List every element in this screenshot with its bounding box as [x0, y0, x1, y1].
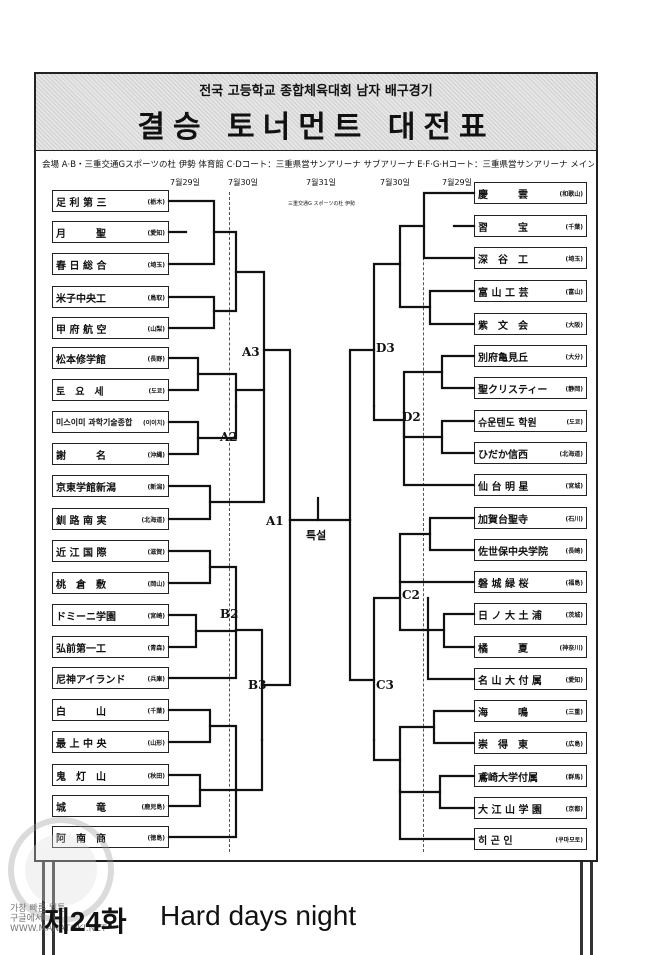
venue-info: 会場 A·B・三重交通Gスポーツの杜 伊勢 体育館 C·Dコート：三重県営サンア… [42, 160, 594, 170]
team-entry: 阿 南 商(徳島) [52, 826, 169, 848]
divider-line [423, 192, 424, 852]
team-entry: 富 山 工 芸(富山) [474, 280, 587, 302]
board-post [590, 862, 593, 955]
team-entry: 鳶崎大学付属(群馬) [474, 765, 587, 787]
team-entry: 名 山 大 付 属(愛知) [474, 668, 587, 690]
team-entry: 海 鳴(三重) [474, 700, 587, 722]
team-entry: 最 上 中 央(山形) [52, 731, 169, 753]
team-entry: 城 竜(鹿児島) [52, 795, 169, 817]
team-entry: 加賀台聖寺(石川) [474, 507, 587, 529]
match-label: A2 [220, 430, 238, 444]
board-title: 결승 토너먼트 대전표 [137, 110, 495, 145]
special-court-label: 특설 [306, 529, 327, 542]
team-entry: 米子中央工(鳥取) [52, 286, 169, 308]
match-label: A3 [242, 345, 260, 359]
team-entry: 白 山(千葉) [52, 699, 169, 721]
match-label: D3 [376, 341, 395, 355]
team-entry: 仙 台 明 星(宮城) [474, 474, 587, 496]
board-header: 전국 고등학교 종합체육대회 남자 배구경기 결승 토너먼트 대전표 [36, 74, 596, 151]
team-entry: 슈운텐도 학원(도쿄) [474, 410, 587, 432]
team-entry: 磐 城 緑 桜(福島) [474, 571, 587, 593]
team-entry: 松本修学館(長野) [52, 347, 169, 369]
team-entry: 深 谷 工(埼玉) [474, 247, 587, 269]
team-entry: 紫 文 会(大阪) [474, 313, 587, 335]
chapter-title: Hard days night [160, 900, 357, 931]
divider-line [229, 192, 230, 852]
match-label: B2 [220, 607, 239, 621]
match-label: C2 [402, 588, 420, 602]
team-entry: ひだか信西(北海道) [474, 442, 587, 464]
match-label: A1 [266, 514, 284, 528]
match-label: B3 [248, 678, 267, 692]
chapter-number: 제24화 [44, 906, 127, 937]
team-entry: 弘前第一工(青森) [52, 636, 169, 658]
date-label: 7월30일 [228, 178, 258, 187]
match-label: D2 [402, 410, 421, 424]
match-label: C3 [376, 678, 394, 692]
team-entry: ドミーニ学園(宮崎) [52, 604, 169, 626]
date-label: 7월31일 [306, 178, 336, 187]
team-entry: 大 江 山 学 園(京都) [474, 797, 587, 819]
team-entry: 佐世保中央学院(長崎) [474, 539, 587, 561]
date-label: 7월30일 [380, 178, 410, 187]
team-entry: 月 聖(愛知) [52, 221, 169, 243]
venue-note: 三重交通G スポーツの杜 伊勢 [288, 201, 355, 207]
team-entry: 釧 路 南 実(北海道) [52, 508, 169, 530]
team-entry: 橘 夏(神奈川) [474, 636, 587, 658]
date-label: 7월29일 [170, 178, 200, 187]
team-entry: 春 日 総 合(埼玉) [52, 253, 169, 275]
watermark-text: 가장 빠른 웹툰 구글에서 WWW.MANATOKI.NET [10, 904, 107, 934]
team-entry: 미스이미 과학기술종합(이이치) [52, 411, 169, 433]
watermark-logo-icon [8, 817, 114, 923]
team-entry: 慶 雲(和歌山) [474, 182, 587, 204]
board-post [580, 862, 583, 955]
team-entry: 日 ノ 大 土 浦(茨城) [474, 603, 587, 625]
team-entry: 別府亀見丘(大分) [474, 345, 587, 367]
board-post [52, 862, 55, 955]
team-entry: 習 宝(千葉) [474, 215, 587, 237]
team-entry: 桃 倉 敷(岡山) [52, 572, 169, 594]
board-post [42, 862, 45, 955]
team-entry: 토 요 세(도쿄) [52, 379, 169, 401]
date-label: 7월29일 [442, 178, 472, 187]
team-entry: 近 江 国 際(滋賀) [52, 540, 169, 562]
board-subtitle: 전국 고등학교 종합체육대회 남자 배구경기 [199, 84, 433, 99]
